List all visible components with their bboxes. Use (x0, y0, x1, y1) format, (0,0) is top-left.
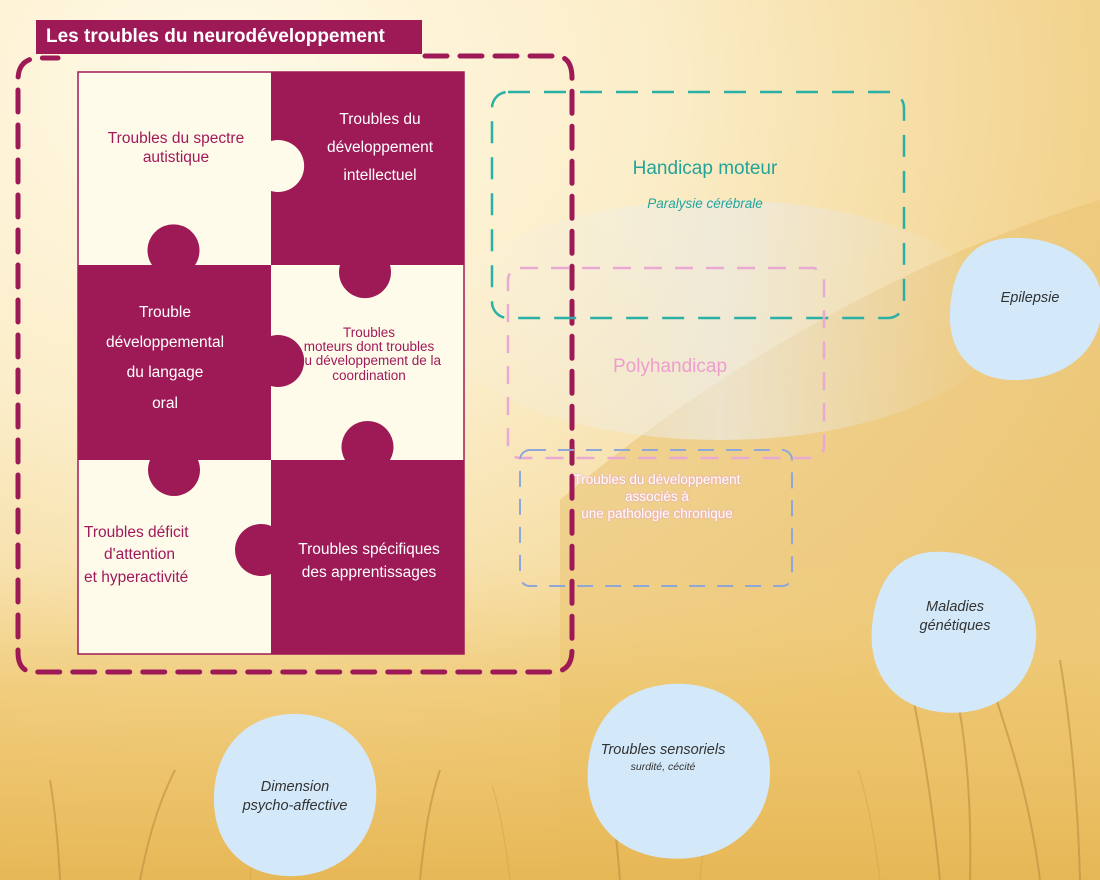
label-tdah: Troubles déficit d'attention et hyperact… (84, 524, 189, 586)
label-tdi: Troubles du développement intellectuel (327, 111, 433, 184)
label-autisme: Troubles du spectre autistique (107, 130, 245, 166)
puzzle (77, 71, 465, 655)
neuro-frame (15, 53, 575, 675)
blob-sensoriels-label: Troubles sensoriels surdité, cécité (600, 742, 726, 774)
blob-maladies (871, 551, 1037, 713)
blob-psycho-label: Dimension psycho-affective (242, 779, 348, 814)
label-apprentissages: Troubles spécifiques des apprentissages (298, 541, 440, 582)
handicap-moteur-title: Handicap moteur (632, 158, 778, 179)
polyhandicap-title: Polyhandicap (612, 356, 728, 377)
label-langage: Trouble développemental du langage oral (105, 304, 225, 412)
blob-psycho (213, 713, 377, 877)
blob-epilepsie (949, 237, 1100, 381)
handicap-moteur-frame (490, 90, 906, 320)
blob-sensoriels (587, 683, 771, 859)
pathologie-label: Troubles du développement associés à une… (573, 472, 741, 521)
blob-epilepsie-label: Epilepsie (1000, 290, 1060, 306)
blob-maladies-label: Maladies génétiques (919, 599, 991, 634)
diagram-title: Les troubles du neurodéveloppement (36, 20, 422, 54)
handicap-moteur-subtitle: Paralysie cérébrale (647, 196, 763, 211)
label-moteurs: Troubles moteurs dont troubles du dévelo… (296, 325, 442, 383)
pathologie-frame (519, 449, 793, 587)
